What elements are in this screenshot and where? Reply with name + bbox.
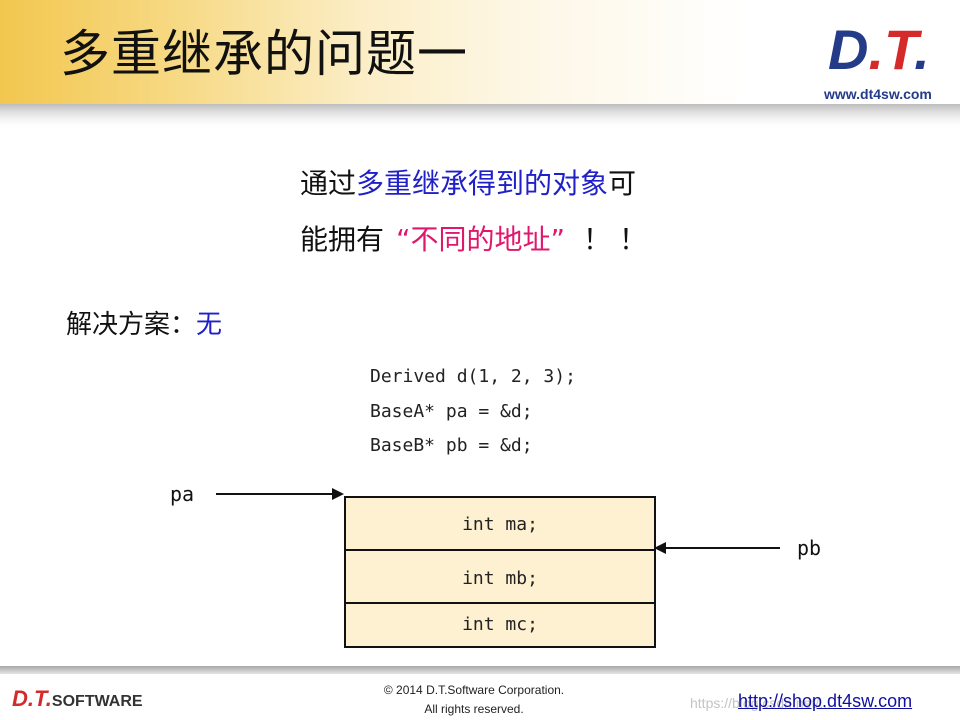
watermark: https://blog.csdn.net/...	[690, 695, 831, 711]
line2-pre: 能拥有	[300, 223, 385, 256]
dt-logo: D.T.	[828, 18, 930, 82]
copyright-line-2: All rights reserved.	[424, 702, 524, 716]
header-band	[0, 0, 960, 104]
slide-title: 多重继承的问题一	[60, 25, 468, 83]
pb-arrow	[654, 542, 780, 554]
copyright-line-1: © 2014 D.T.Software Corporation.	[383, 683, 565, 697]
line2-post: ！！	[583, 223, 656, 256]
cell-mc: int mc;	[462, 614, 538, 635]
statement-line-1: 通过多重继承得到的对象可	[300, 162, 636, 202]
footer-logo-software: SOFTWARE	[51, 693, 143, 710]
cell-divider	[346, 602, 654, 604]
logo-dot: .	[868, 18, 885, 81]
logo-dot2: .	[914, 18, 930, 81]
cell-mb: int mb;	[462, 568, 538, 589]
logo-t: T	[884, 18, 915, 81]
solution-value: 无	[196, 310, 223, 340]
solution-label: 解决方案：	[66, 310, 197, 340]
line1-pre: 通过	[300, 167, 357, 200]
line1-highlight: 多重继承得到的对象	[356, 167, 609, 200]
code-line-2: BaseA* pa = &d;	[370, 401, 533, 422]
solution-line: 解决方案：无	[66, 304, 222, 341]
logo-url: www.dt4sw.com	[824, 86, 932, 102]
footer-logo-dt: D.T.	[12, 686, 52, 711]
cell-ma: int ma;	[462, 514, 538, 535]
line2-highlight: “不同的地址”	[396, 223, 566, 256]
code-line-3: BaseB* pb = &d;	[370, 435, 533, 456]
pa-label: pa	[170, 482, 195, 506]
pa-arrow	[216, 488, 344, 500]
line1-post: 可	[608, 167, 637, 200]
memory-layout-box: int ma; int mb; int mc;	[344, 496, 656, 648]
statement-line-2: 能拥有 “不同的地址” ！！	[300, 218, 655, 258]
cell-divider	[346, 549, 654, 551]
footer-band	[0, 666, 960, 674]
header-shadow	[0, 104, 960, 126]
code-line-1: Derived d(1, 2, 3);	[370, 366, 576, 387]
pb-label: pb	[797, 536, 822, 560]
logo-d: D	[828, 18, 869, 81]
shop-link[interactable]: http://shop.dt4sw.com	[738, 691, 913, 711]
copyright: © 2014 D.T.Software Corporation. All rig…	[372, 681, 576, 719]
footer-logo: D.T.SOFTWARE	[12, 686, 143, 712]
